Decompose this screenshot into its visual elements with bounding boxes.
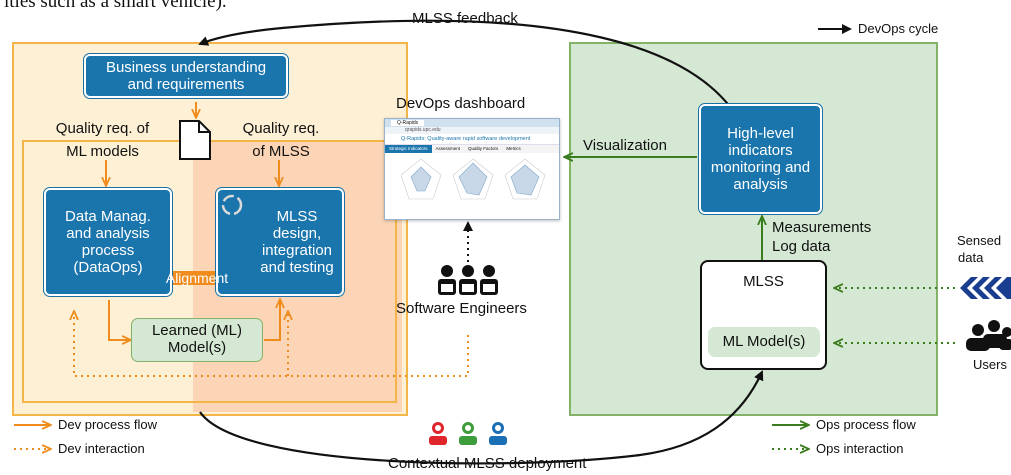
deployment-label: Contextual MLSS deployment [388,455,587,472]
quality-ml-line2: ML models [66,143,139,160]
mlss-label: MLSS [743,273,784,290]
feedback-arrow [198,19,759,189]
sensed-line2: data [958,250,984,265]
legend-dev-interaction: Dev interaction [58,441,145,456]
high-level-indicators-box: High-level indicators monitoring and ana… [699,104,822,214]
measurements-label: Measurements [772,219,872,236]
dashboard-screenshot: Q-Rapids qrapids.upc.edu Q-Rapids: Quali… [384,118,560,220]
learned-model-box: Learned (ML) Model(s) [131,318,263,362]
header-fragment: ities such as a smart vehicle). [4,0,227,12]
radar-charts-icon [400,158,546,200]
learned-model-line2: Model(s) [167,339,227,357]
nav-item: Quality Factors [468,146,499,151]
users-label: Users [973,357,1007,372]
sensed-line1: Sensed [957,233,1002,248]
app-title: Q-Rapids: Quality-aware rapid software d… [401,136,531,142]
learned-model-line1: Learned (ML) [151,322,243,339]
app-nav: Strategic Indicators Assessment Quality … [385,145,559,153]
software-engineers-label: Software Engineers [396,300,527,317]
dashboard-title: DevOps dashboard [396,95,526,112]
mlss-design-label: MLSS design, integration and testing [260,207,334,277]
quality-ml-label: Quality req. of [30,120,175,137]
quality-ml-line1: Quality req. of [55,120,150,137]
browser-tabbar: Q-Rapids [385,119,559,127]
app-titlebar: Q-Rapids: Quality-aware rapid software d… [385,134,559,145]
nav-item: Assessment [435,146,461,151]
mlss-design-box: MLSS design, integration and testing [216,188,344,296]
browser-tab: Q-Rapids [391,120,425,126]
quality-mlss-line1: Quality req. [242,120,320,137]
data-management-box: Data Manag. and analysis process (DataOp… [44,188,172,296]
deployment-arrow [199,370,764,465]
business-requirements-box: Business understanding and requirements [84,54,288,98]
nav-item: Metrics [506,146,521,151]
legend-dev-process-flow: Dev process flow [58,417,157,432]
legend-ops-process-flow: Ops process flow [816,417,916,432]
legend-devops-cycle: DevOps cycle [858,21,939,36]
browser-url: qrapids.upc.edu [405,127,441,133]
ml-model-box: ML Model(s) [708,327,820,357]
nav-item: Strategic Indicators [385,145,432,153]
feedback-label: MLSS feedback [412,10,518,27]
browser-urlbar: qrapids.upc.edu [385,127,559,134]
legend-ops-interaction: Ops interaction [816,441,904,456]
visualization-label: Visualization [583,137,667,154]
alignment-label: Alignment [165,270,229,286]
log-data-label: Log data [772,238,831,255]
quality-mlss-line2: of MLSS [252,143,310,160]
